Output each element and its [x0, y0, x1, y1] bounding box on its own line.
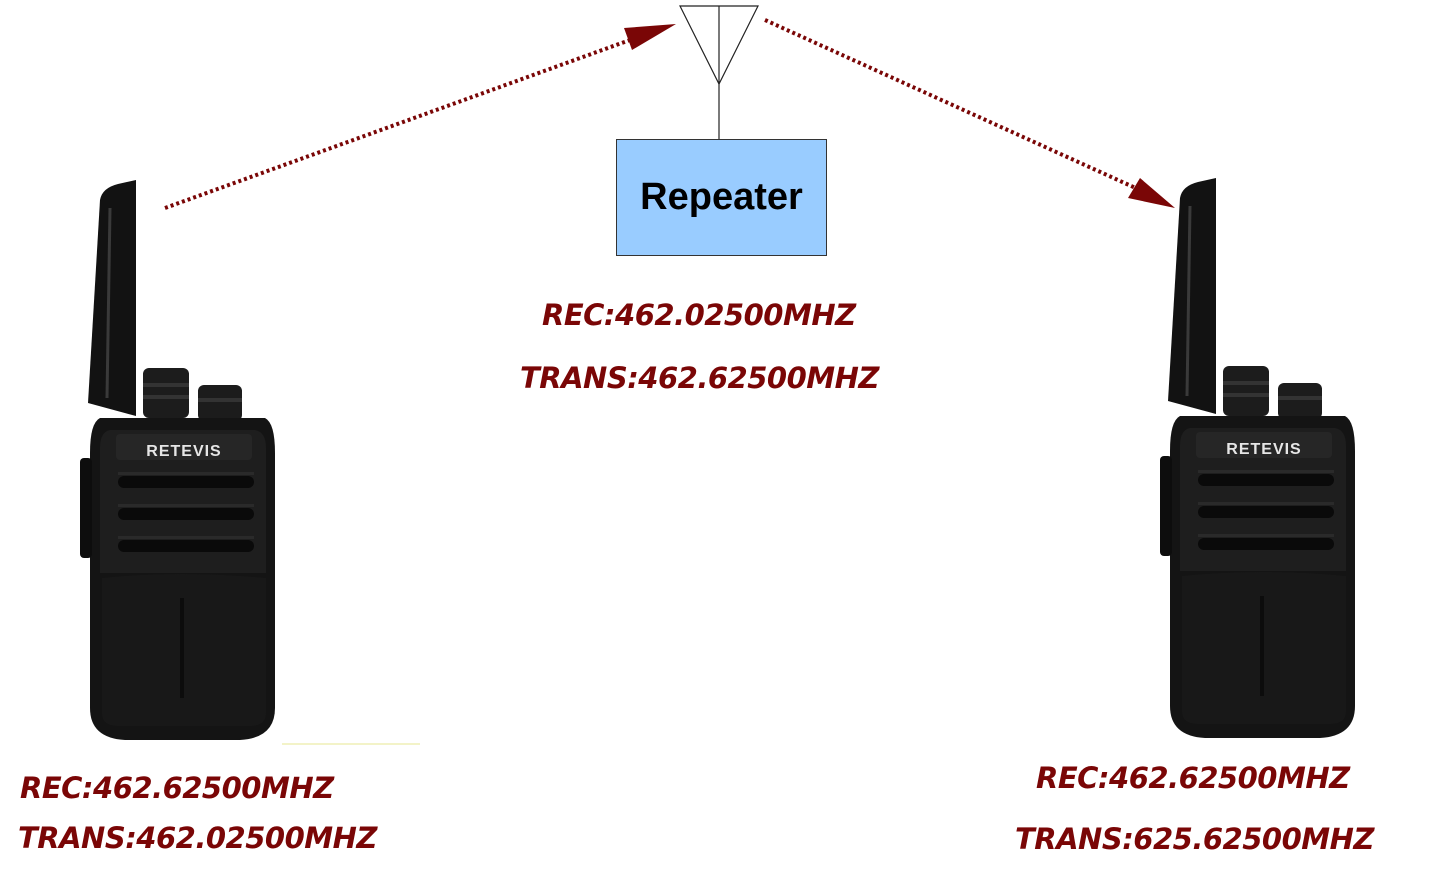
radio-right-brand: RETEVIS	[1226, 441, 1301, 458]
repeater-antenna-icon	[679, 5, 759, 139]
signal-arrow-repeater-to-right	[764, 18, 1175, 208]
repeater-label: Repeater	[640, 176, 803, 218]
repeater-box: Repeater	[616, 139, 827, 256]
radio-right-trans-frequency: TRANS:625.62500MHZ	[1015, 822, 1374, 856]
radio-left-rec-frequency: REC:462.62500MHZ	[20, 771, 334, 805]
divider	[282, 743, 420, 745]
repeater-rec-frequency: REC:462.02500MHZ	[542, 298, 856, 332]
radio-left-icon: RETEVIS	[80, 178, 277, 742]
repeater-trans-frequency: TRANS:462.62500MHZ	[520, 361, 879, 395]
signal-arrow-left-to-repeater	[164, 24, 676, 210]
radio-right-icon: RETEVIS	[1160, 176, 1357, 740]
radio-left-brand: RETEVIS	[146, 443, 221, 460]
radio-left-trans-frequency: TRANS:462.02500MHZ	[18, 821, 377, 855]
radio-right-rec-frequency: REC:462.62500MHZ	[1036, 761, 1350, 795]
